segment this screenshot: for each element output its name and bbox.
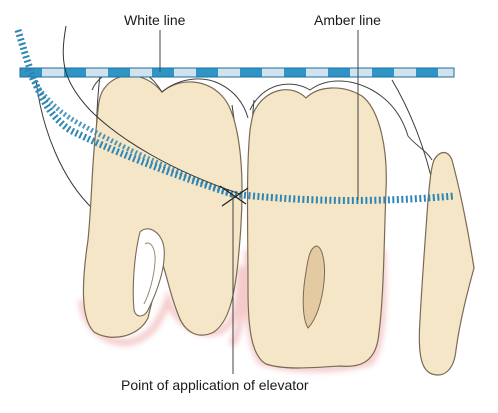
pulp-canal [132,228,165,317]
amber-line-curve [14,28,455,204]
x-mark-icon [219,185,249,207]
amber-line-label: Amber line [314,12,381,28]
elevator-point-label: Point of application of elevator [121,377,309,393]
third-molar [82,74,243,338]
white-line-ruler [19,67,455,78]
second-molar-crown-root [246,87,387,369]
adjacent-tooth-outline [418,151,475,376]
white-line-label: White line [124,12,186,28]
tangent-curve [62,25,241,195]
second-molar [246,87,387,369]
third-molar-crown-root [82,74,243,338]
second-molar-canal [302,245,325,329]
leader-lines [159,30,359,374]
adjacent-tooth [418,151,475,376]
